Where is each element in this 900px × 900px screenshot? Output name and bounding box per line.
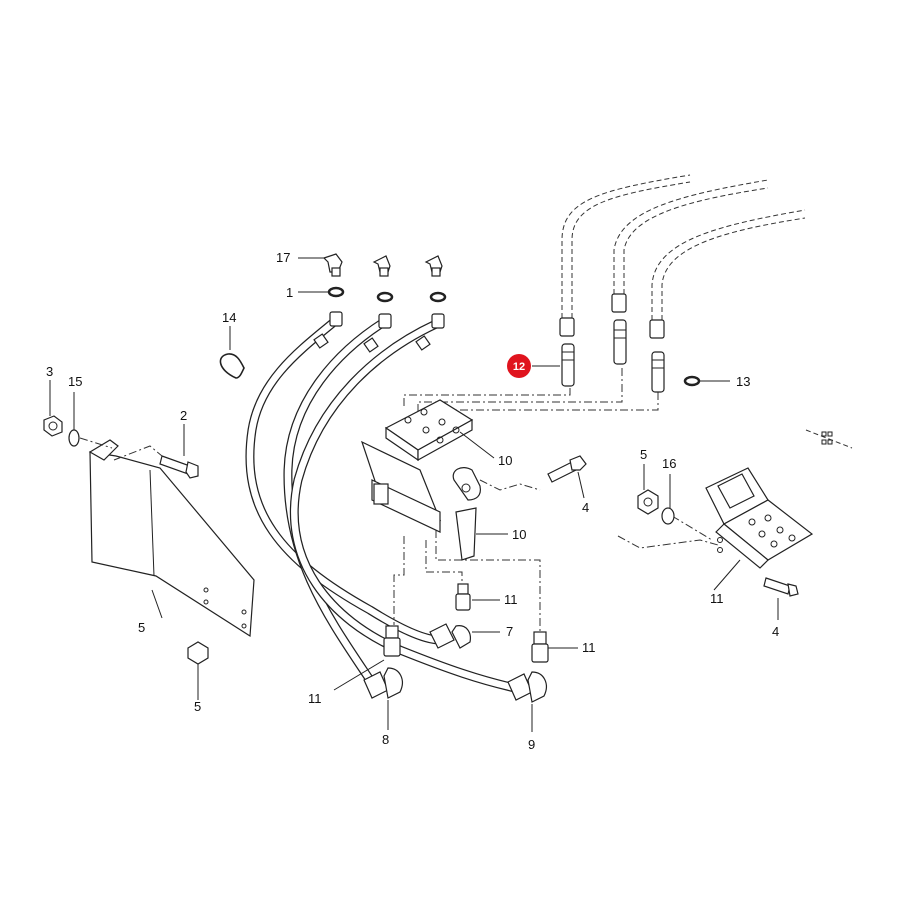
callout-4-center: 4: [582, 500, 589, 515]
nut-3: [43, 415, 63, 437]
washer-1c: [429, 291, 447, 303]
quick-couplers: [559, 293, 701, 393]
bolt-4-center: [547, 455, 587, 483]
callout-11-a: 11: [504, 592, 518, 607]
distribution-block-10: [384, 399, 474, 462]
nut-5-left: [187, 641, 209, 672]
callout-2: 2: [180, 408, 187, 423]
callout-10: 10: [498, 453, 512, 468]
callout-5-right: 5: [640, 447, 647, 462]
callout-3: 3: [46, 364, 53, 379]
mount-frame: [360, 440, 442, 533]
callout-labels: 17 1 14 3 15 2 5 5 13 10 10 4 11 7 11 11…: [46, 250, 779, 752]
elbow-fitting-17a: [322, 253, 343, 277]
straight-fitting-11c: [531, 631, 549, 663]
elbow-7c: [507, 671, 547, 703]
elbow-fitting-17b: [372, 255, 391, 277]
circlip-14: [219, 353, 245, 379]
valve-bracket-9: [705, 467, 814, 569]
callout-4-right: 4: [772, 624, 779, 639]
elbow-7b: [363, 667, 403, 699]
hose-end-c: [431, 313, 445, 329]
callout-8: 10: [512, 527, 526, 542]
callout-15: 15: [68, 374, 82, 389]
highlight-badge: [507, 354, 531, 378]
frame-corner-dashed: [805, 429, 853, 449]
hydraulic-hoses: [245, 317, 520, 693]
hose-end-a: [329, 311, 343, 327]
leader-lines: [49, 257, 779, 732]
callout-7-b: 8: [382, 732, 389, 747]
upstream-hoses-dashed: [561, 174, 806, 320]
elbow-7a: [429, 623, 471, 649]
callout-16: 16: [662, 456, 676, 471]
callout-7-a: 7: [506, 624, 513, 639]
straight-fitting-11a: [455, 583, 471, 611]
washer-1a: [327, 286, 345, 298]
washer-16: [661, 507, 675, 525]
elbow-fitting-17c: [424, 255, 443, 277]
callout-11-c: 11: [582, 640, 596, 655]
callout-5-left: 5: [194, 699, 201, 714]
washer-1b: [376, 291, 394, 303]
bolt-2: [159, 455, 199, 479]
callout-1: 1: [286, 285, 293, 300]
nut-5-right: [637, 489, 659, 515]
o-ring-13: [683, 375, 701, 387]
assembly-paths: [393, 368, 719, 632]
callout-9: 11: [710, 591, 724, 606]
hose-end-b: [378, 313, 392, 329]
straight-fitting-11b: [383, 625, 401, 657]
callout-6: 5: [138, 620, 145, 635]
elbow-fittings-top: [313, 253, 447, 353]
callout-13: 13: [736, 374, 750, 389]
callout-11-b: 11: [308, 691, 322, 706]
washer-15: [68, 429, 80, 447]
svg-text:12: 12: [513, 361, 525, 373]
bracket-6: [79, 437, 255, 638]
callout-12-highlighted[interactable]: 12: [507, 354, 531, 378]
bolt-4-right: [763, 577, 799, 597]
callout-17: 17: [276, 250, 290, 265]
lever-8: [452, 467, 481, 561]
callout-7-c: 9: [528, 737, 535, 752]
callout-14: 14: [222, 310, 236, 325]
